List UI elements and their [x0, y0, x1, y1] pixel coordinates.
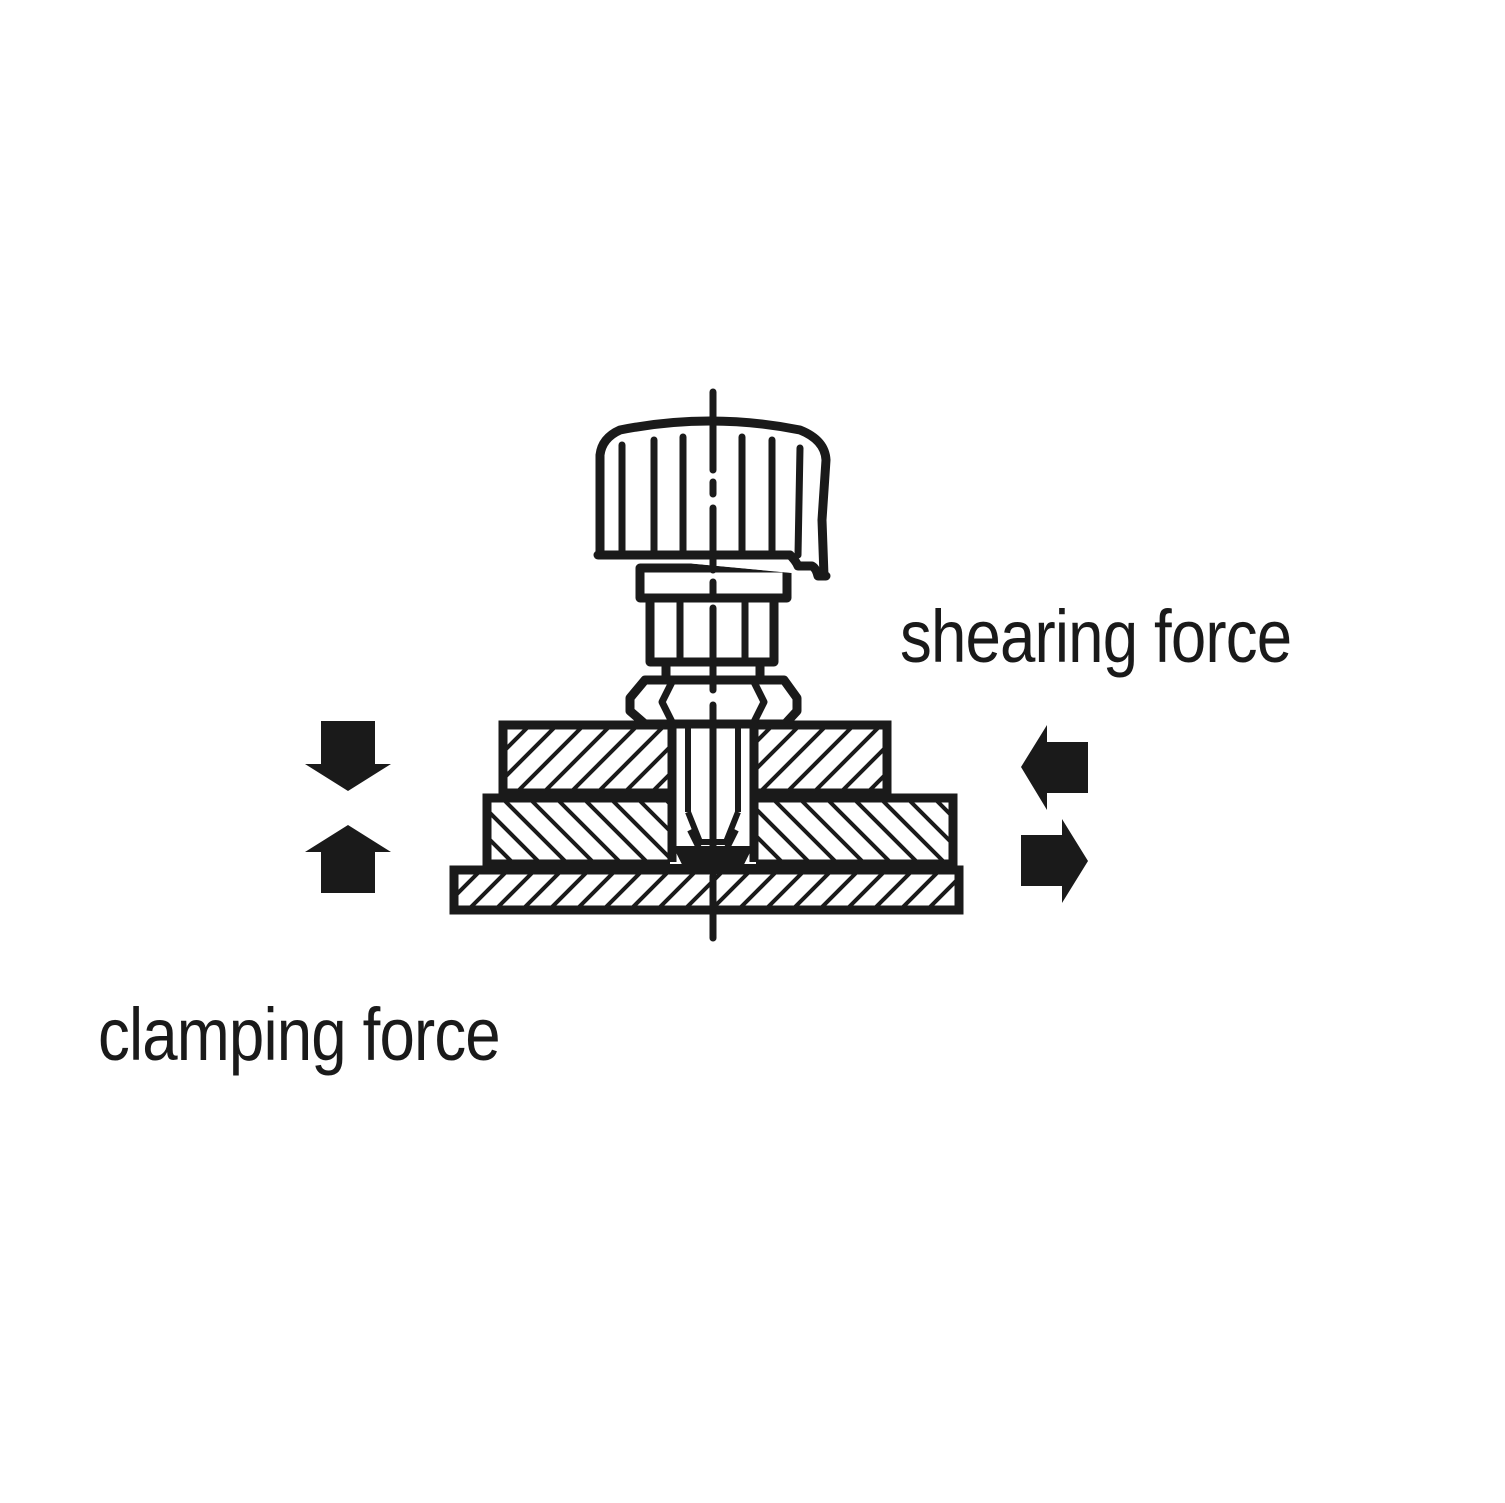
hatch-line [838, 743, 887, 793]
hatch-line [824, 798, 894, 864]
bottom-plate-hatching [387, 870, 1021, 910]
hatch-line [736, 870, 780, 910]
clamping-force-label: clamping force [98, 993, 501, 1076]
hatch-line [547, 870, 591, 910]
hatch-line [527, 798, 597, 864]
hatch-line [790, 870, 834, 910]
hatch-line [898, 870, 942, 910]
hatch-line [387, 870, 427, 910]
shearing-force-label: shearing force [900, 595, 1292, 678]
hatch-line [811, 725, 883, 793]
hatch-line [961, 798, 1027, 864]
hatch-line [520, 870, 564, 910]
hatch-line [503, 725, 532, 755]
hatch-line [851, 798, 921, 864]
knurled-knob [593, 416, 831, 603]
hatch-line [628, 870, 672, 910]
hatch-line [568, 725, 640, 793]
hatch-line [503, 725, 505, 728]
hatch-line [797, 798, 867, 864]
hatch-line [709, 870, 753, 910]
hatch-line [408, 725, 476, 793]
hatch-line [878, 798, 948, 864]
hatch-line [817, 870, 861, 910]
hatch-line [601, 870, 645, 910]
hatch-line [454, 870, 483, 900]
hatch-line [871, 870, 915, 910]
hatch-line [487, 807, 543, 864]
hatch-line [865, 770, 887, 793]
hatch-line [905, 798, 953, 847]
bottom-plate [387, 865, 1021, 915]
hatch-line [948, 725, 1016, 793]
arrows-pointing-opposite-horizontal-icon [1021, 725, 1088, 903]
hatch-line [466, 870, 510, 910]
hatch-line [894, 725, 962, 793]
hatch-line [500, 798, 570, 864]
hatch-line [554, 798, 624, 864]
hatch-line [844, 870, 888, 910]
hatch-line [595, 725, 667, 793]
hatch-line [763, 870, 807, 910]
hatch-line [608, 798, 678, 864]
hatch-line [493, 870, 537, 910]
hatch-line [981, 870, 1021, 910]
arrows-pointing-together-vertical-icon [305, 721, 391, 893]
arrow-right-icon [1021, 819, 1088, 903]
hatch-line [655, 870, 699, 910]
hatch-line [487, 834, 516, 864]
hatch-line [454, 870, 456, 873]
arrow-left-icon [1021, 725, 1088, 810]
hatch-line [932, 798, 953, 820]
hatch-line [487, 861, 489, 864]
hatch-line [514, 725, 586, 793]
hatch-line [757, 725, 829, 793]
hatch-line [574, 870, 618, 910]
hatch-line [770, 798, 840, 864]
hatch-line [921, 725, 989, 793]
hatch-line [581, 798, 651, 864]
hatch-line [784, 725, 856, 793]
arrow-up-icon [305, 825, 391, 893]
top-plate-hatching [408, 725, 1016, 793]
hatch-line [541, 725, 613, 793]
hatch-line [682, 870, 726, 910]
hatch-line [503, 725, 559, 782]
arrow-down-icon [305, 721, 391, 791]
hatch-line [394, 798, 460, 864]
hatch-line [925, 875, 959, 910]
